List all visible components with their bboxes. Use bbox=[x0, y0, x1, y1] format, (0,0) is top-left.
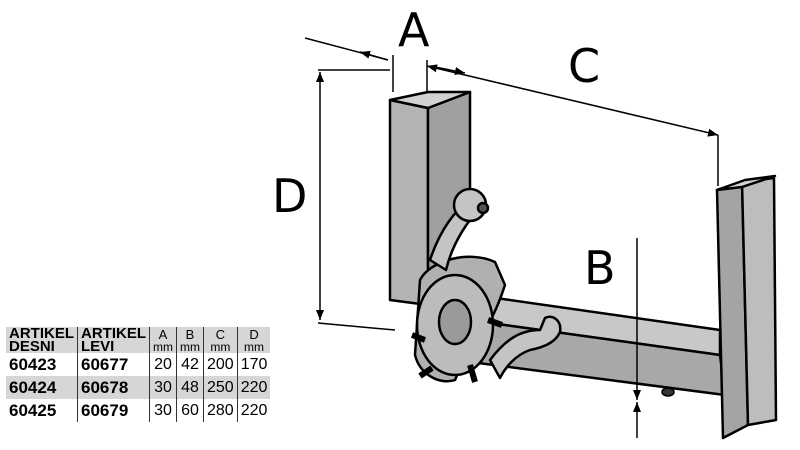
cell-desni: 60425 bbox=[6, 399, 78, 422]
header-artikel-desni: ARTIKEL DESNI bbox=[6, 326, 78, 354]
dim-label-b: B bbox=[584, 241, 616, 295]
cell-a: 30 bbox=[149, 399, 177, 422]
dim-label-a: A bbox=[398, 3, 430, 57]
table-row: 60423 60677 20 42 200 170 bbox=[6, 353, 270, 376]
cell-desni: 60424 bbox=[6, 376, 78, 399]
cell-b: 42 bbox=[176, 353, 204, 376]
cell-levi: 60679 bbox=[77, 399, 150, 422]
dimension-lines bbox=[304, 37, 719, 438]
table-row: 60425 60679 30 60 280 220 bbox=[6, 399, 270, 422]
clamp-hook bbox=[488, 315, 562, 380]
right-upright bbox=[715, 174, 778, 440]
cell-b: 48 bbox=[176, 376, 204, 399]
cell-c: 250 bbox=[203, 376, 238, 399]
cell-b: 60 bbox=[176, 399, 204, 422]
cell-c: 280 bbox=[203, 399, 238, 422]
dim-label-c: C bbox=[568, 39, 600, 93]
cell-desni: 60423 bbox=[6, 353, 78, 376]
cell-d: 170 bbox=[240, 355, 268, 373]
cell-levi: 60677 bbox=[77, 353, 150, 376]
cell-c: 200 bbox=[203, 353, 238, 376]
cell-a: 30 bbox=[149, 376, 177, 399]
swivel-joint bbox=[410, 255, 507, 383]
cell-d: 220 bbox=[240, 401, 268, 419]
table-row: 60424 60678 30 48 250 220 bbox=[6, 376, 271, 399]
wall-bracket bbox=[388, 90, 778, 440]
dim-label-d: D bbox=[272, 169, 307, 223]
cell-a: 20 bbox=[149, 353, 177, 376]
cell-d: 220 bbox=[240, 378, 268, 396]
header-artikel-levi: ARTIKEL LEVI bbox=[77, 326, 150, 354]
tension-lever bbox=[428, 187, 490, 272]
cell-levi: 60678 bbox=[77, 376, 150, 399]
